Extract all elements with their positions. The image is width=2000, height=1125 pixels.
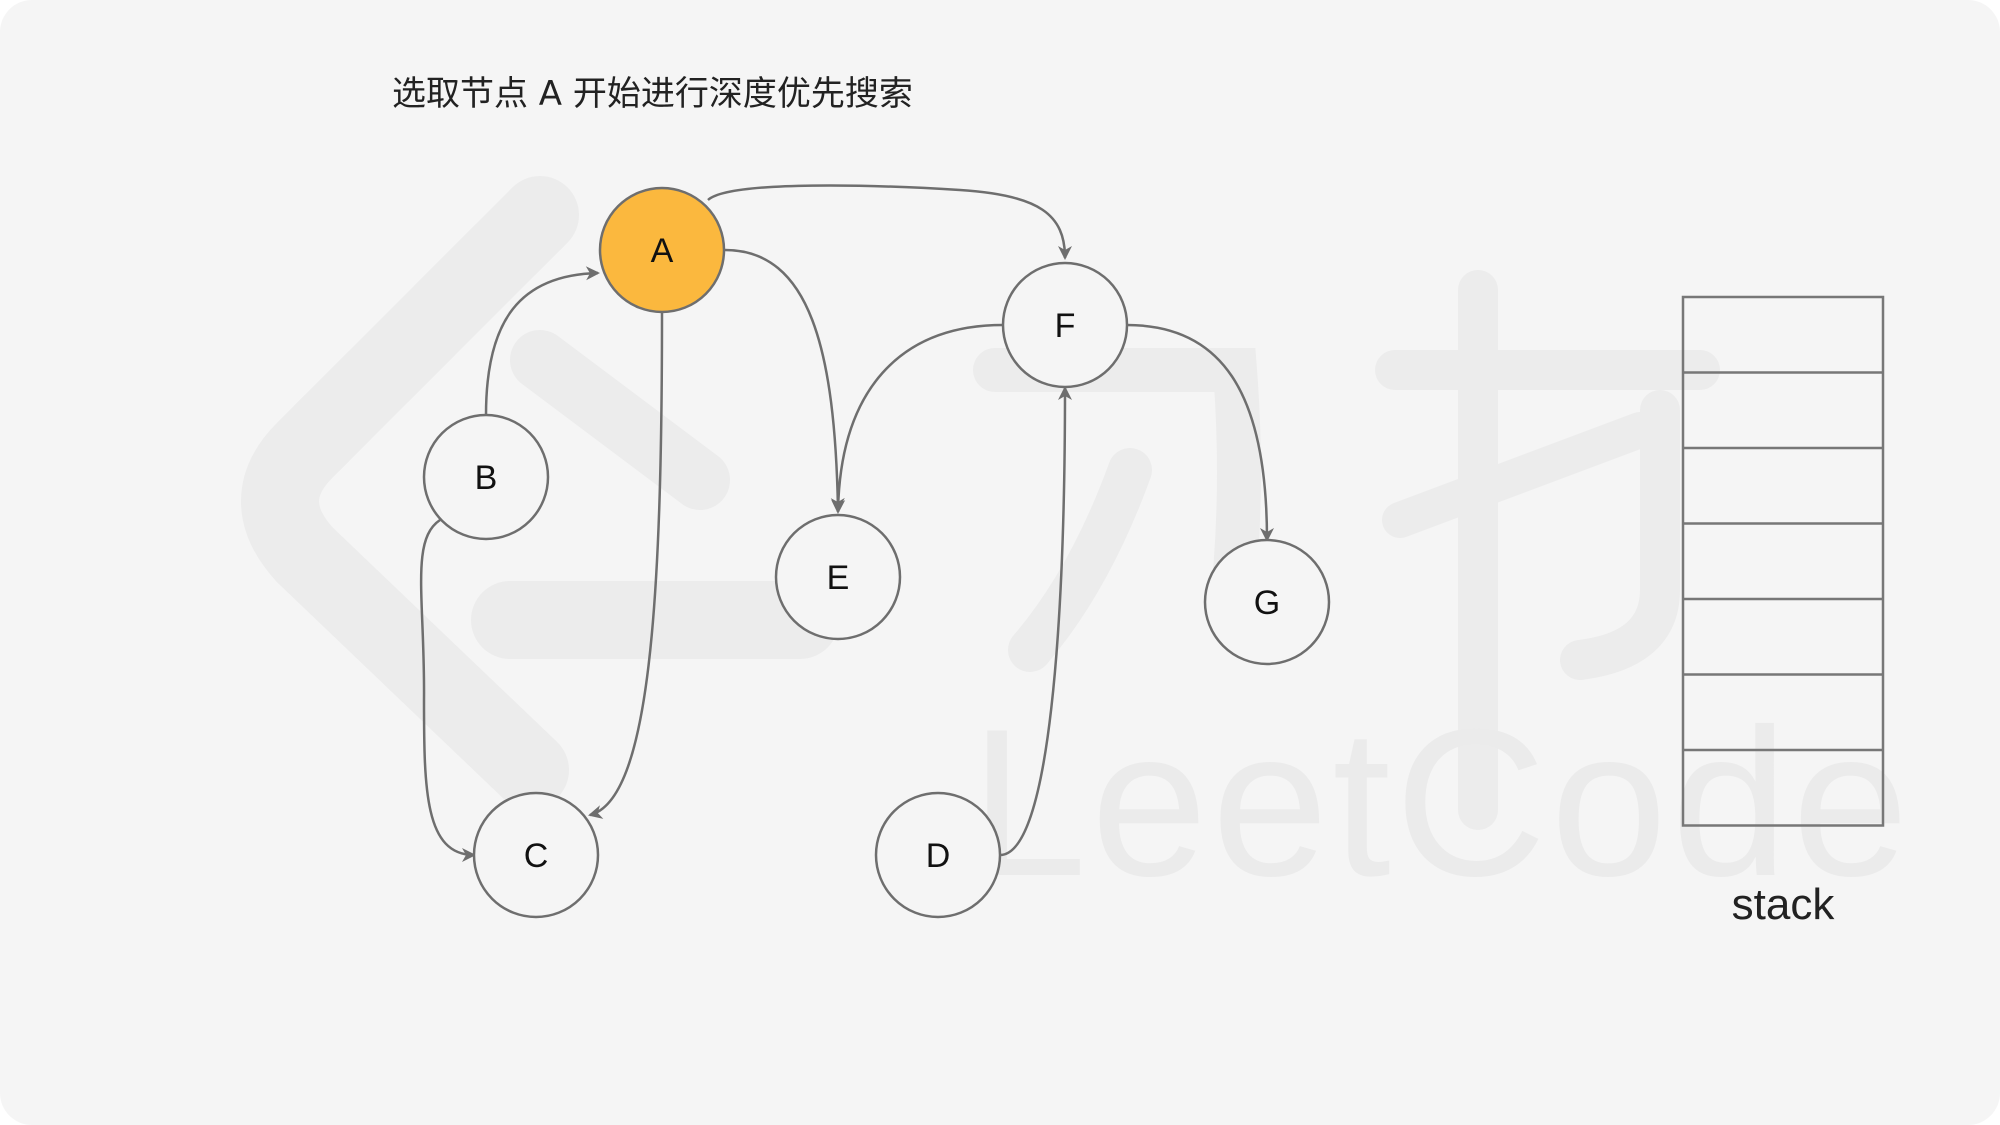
node-label: D [926, 837, 951, 875]
node-e: E [774, 513, 902, 641]
node-label: C [524, 837, 549, 875]
edge-a-to-e [724, 248, 845, 512]
node-circle [1203, 538, 1331, 666]
node-c: C [472, 791, 600, 919]
stack-outline [1681, 295, 1885, 827]
node-label: G [1254, 584, 1280, 622]
node-circle [774, 513, 902, 641]
edge-b-to-c [419, 518, 476, 862]
node-label: F [1055, 307, 1076, 345]
edge-d-to-f [999, 386, 1072, 857]
edge-a-to-c [588, 311, 664, 819]
node-g: G [1203, 538, 1331, 666]
node-circle [472, 791, 600, 919]
node-d: D [874, 791, 1002, 919]
caption-text: 选取节点 A 开始进行深度优先搜索 [392, 74, 913, 114]
node-circle [598, 186, 726, 314]
node-b: B [422, 413, 550, 541]
node-a: A [598, 186, 726, 314]
node-circle [422, 413, 550, 541]
edge-f-to-g [1126, 323, 1274, 542]
edge-a-to-f [707, 184, 1072, 260]
node-circle [874, 791, 1002, 919]
edge-f-to-e [831, 323, 1004, 514]
edge-b-to-a [484, 266, 600, 416]
node-label: B [475, 459, 498, 497]
svg-text:LeetCode: LeetCode [970, 685, 1913, 920]
node-f: F [1001, 261, 1129, 389]
node-label: E [827, 559, 850, 597]
watermark-text: LeetCode [970, 685, 1913, 920]
stack-label: stack [1731, 880, 1835, 929]
node-label: A [651, 232, 674, 270]
stack-box [1681, 295, 1885, 827]
node-circle [1001, 261, 1129, 389]
